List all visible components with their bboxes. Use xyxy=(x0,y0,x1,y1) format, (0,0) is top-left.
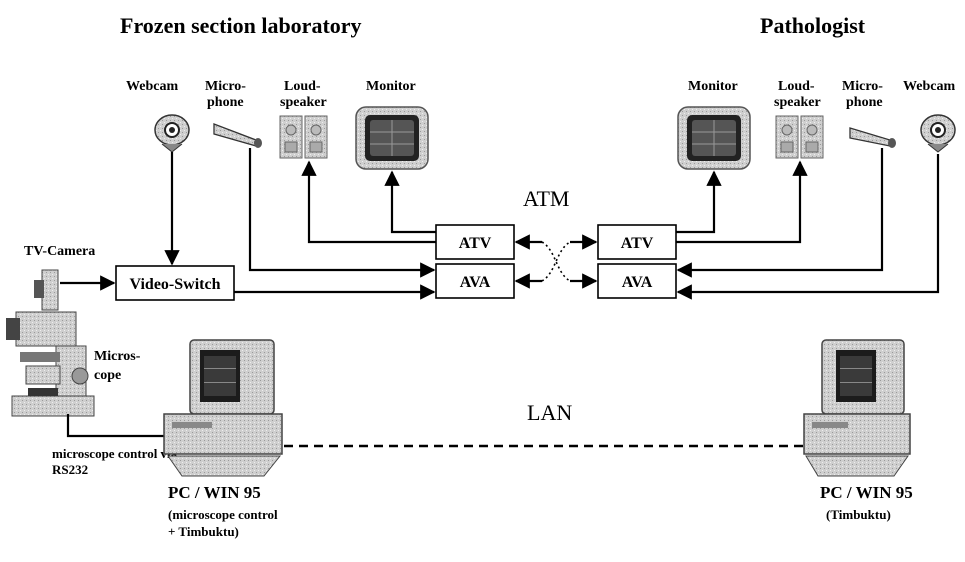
microphone-icon xyxy=(213,123,262,148)
pc-left-sub-2: + Timbuktu) xyxy=(168,524,239,539)
pc-left-sub-1: (microscope control xyxy=(168,507,278,522)
line-rs232-control xyxy=(66,414,168,438)
line-atv-to-monitor xyxy=(384,170,436,234)
atv-right-label: ATV xyxy=(621,235,654,252)
label-atm: ATM xyxy=(523,186,569,211)
label-webcam-left: Webcam xyxy=(126,79,178,94)
pc-icon xyxy=(803,339,911,477)
label-microphone-right-1: Micro- xyxy=(842,79,883,94)
atv-box-right: ATV xyxy=(597,224,677,260)
label-loudspeaker-right-1: Loud- xyxy=(778,79,815,94)
webcam-icon xyxy=(154,114,190,153)
pc-right-title: PC / WIN 95 xyxy=(820,483,913,502)
label-microscope-2: cope xyxy=(94,368,121,383)
loudspeaker-icon xyxy=(775,115,824,159)
line-atv-to-loudspeaker xyxy=(301,160,436,244)
microphone-icon xyxy=(849,127,896,148)
label-lan: LAN xyxy=(527,400,572,425)
label-microscope-1: Micros- xyxy=(94,349,141,364)
pc-right-sub-1: (Timbuktu) xyxy=(826,507,891,522)
video-switch-label: Video-Switch xyxy=(130,276,221,293)
ava-box-right: AVA xyxy=(597,263,677,299)
monitor-icon xyxy=(677,106,751,170)
monitor-icon xyxy=(355,106,429,170)
label-microphone-left-1: Micro- xyxy=(205,79,246,94)
pc-icon xyxy=(163,339,283,477)
ava-right-label: AVA xyxy=(622,274,653,291)
pc-left-title: PC / WIN 95 xyxy=(168,483,261,502)
label-monitor-left: Monitor xyxy=(366,79,416,94)
title-frozen-section-lab: Frozen section laboratory xyxy=(120,13,362,38)
atv-left-label: ATV xyxy=(459,235,492,252)
atm-cross-link xyxy=(514,234,598,289)
label-microphone-right-2: phone xyxy=(846,95,883,110)
line-microphone-to-ava xyxy=(248,148,436,278)
label-control-2: RS232 xyxy=(52,462,88,477)
atv-box-left: ATV xyxy=(435,224,515,260)
label-control-1: microscope control via xyxy=(52,446,178,461)
title-pathologist: Pathologist xyxy=(760,13,866,38)
ava-box-left: AVA xyxy=(435,263,515,299)
label-loudspeaker-left-2: speaker xyxy=(280,95,327,110)
label-monitor-right: Monitor xyxy=(688,79,738,94)
microscope-icon xyxy=(6,269,95,417)
line-atv-to-monitor-right xyxy=(676,170,722,234)
label-webcam-right: Webcam xyxy=(903,79,955,94)
label-loudspeaker-right-2: speaker xyxy=(774,95,821,110)
label-microphone-left-2: phone xyxy=(207,95,244,110)
label-loudspeaker-left-1: Loud- xyxy=(284,79,321,94)
video-switch-box: Video-Switch xyxy=(115,265,235,301)
ava-left-label: AVA xyxy=(460,274,491,291)
label-tv-camera: TV-Camera xyxy=(24,244,95,259)
line-atv-to-loudspeaker-right xyxy=(676,160,808,244)
webcam-icon xyxy=(920,114,956,153)
line-microphone-to-ava-right xyxy=(676,148,884,278)
line-webcam-to-ava-right xyxy=(676,154,940,300)
loudspeaker-icon xyxy=(279,115,328,159)
